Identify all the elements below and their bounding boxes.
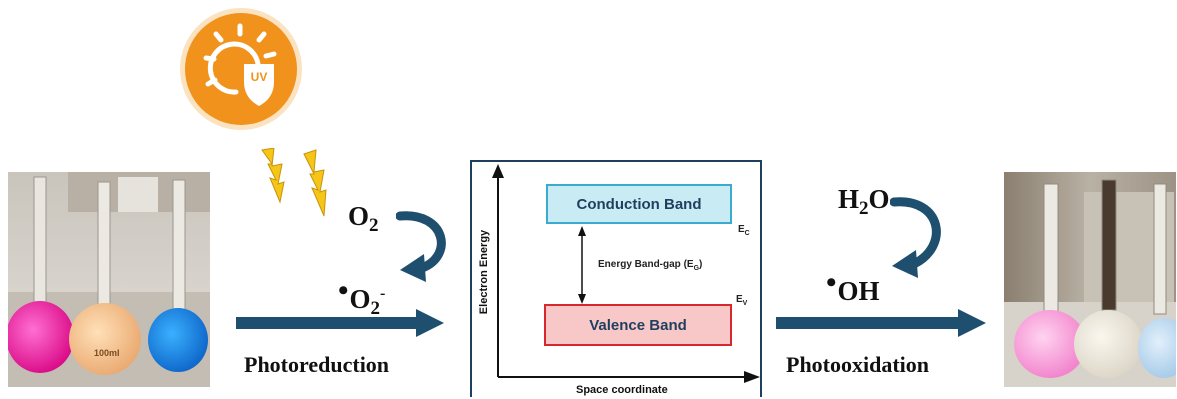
after-flasks-photo <box>1004 172 1176 387</box>
superoxide-product: •O2- <box>338 274 386 319</box>
uv-badge-text: UV <box>250 70 268 84</box>
band-diagram: Conduction Band Valence Band Energy Band… <box>470 160 762 397</box>
photooxidation-label: Photooxidation <box>786 352 930 377</box>
ec-label: EC <box>738 224 750 237</box>
uv-sun-badge: UV <box>178 6 304 132</box>
photooxidation-arrow-icon <box>776 309 986 337</box>
water-reactant: H2O <box>838 184 890 219</box>
valence-band: Valence Band <box>544 304 732 346</box>
o2-reactant: O2 <box>348 201 379 236</box>
lightning-icon <box>261 148 327 217</box>
photoreduction-arrow-icon <box>236 309 444 337</box>
conduction-band: Conduction Band <box>546 184 732 224</box>
y-axis-label: Electron Energy <box>478 229 490 315</box>
photoreduction-label: Photoreduction <box>244 352 390 377</box>
flask-volume-label: 100ml <box>94 348 120 358</box>
hydroxyl-product: •OH <box>826 266 880 306</box>
x-axis-label: Space coordinate <box>576 384 668 396</box>
curved-arrow-right-icon <box>890 197 941 278</box>
before-flasks-photo: 100ml <box>8 172 210 387</box>
curved-arrow-left-icon <box>396 211 446 282</box>
ev-label: EV <box>736 294 748 307</box>
band-gap-label: Energy Band-gap (EG) <box>598 259 703 272</box>
